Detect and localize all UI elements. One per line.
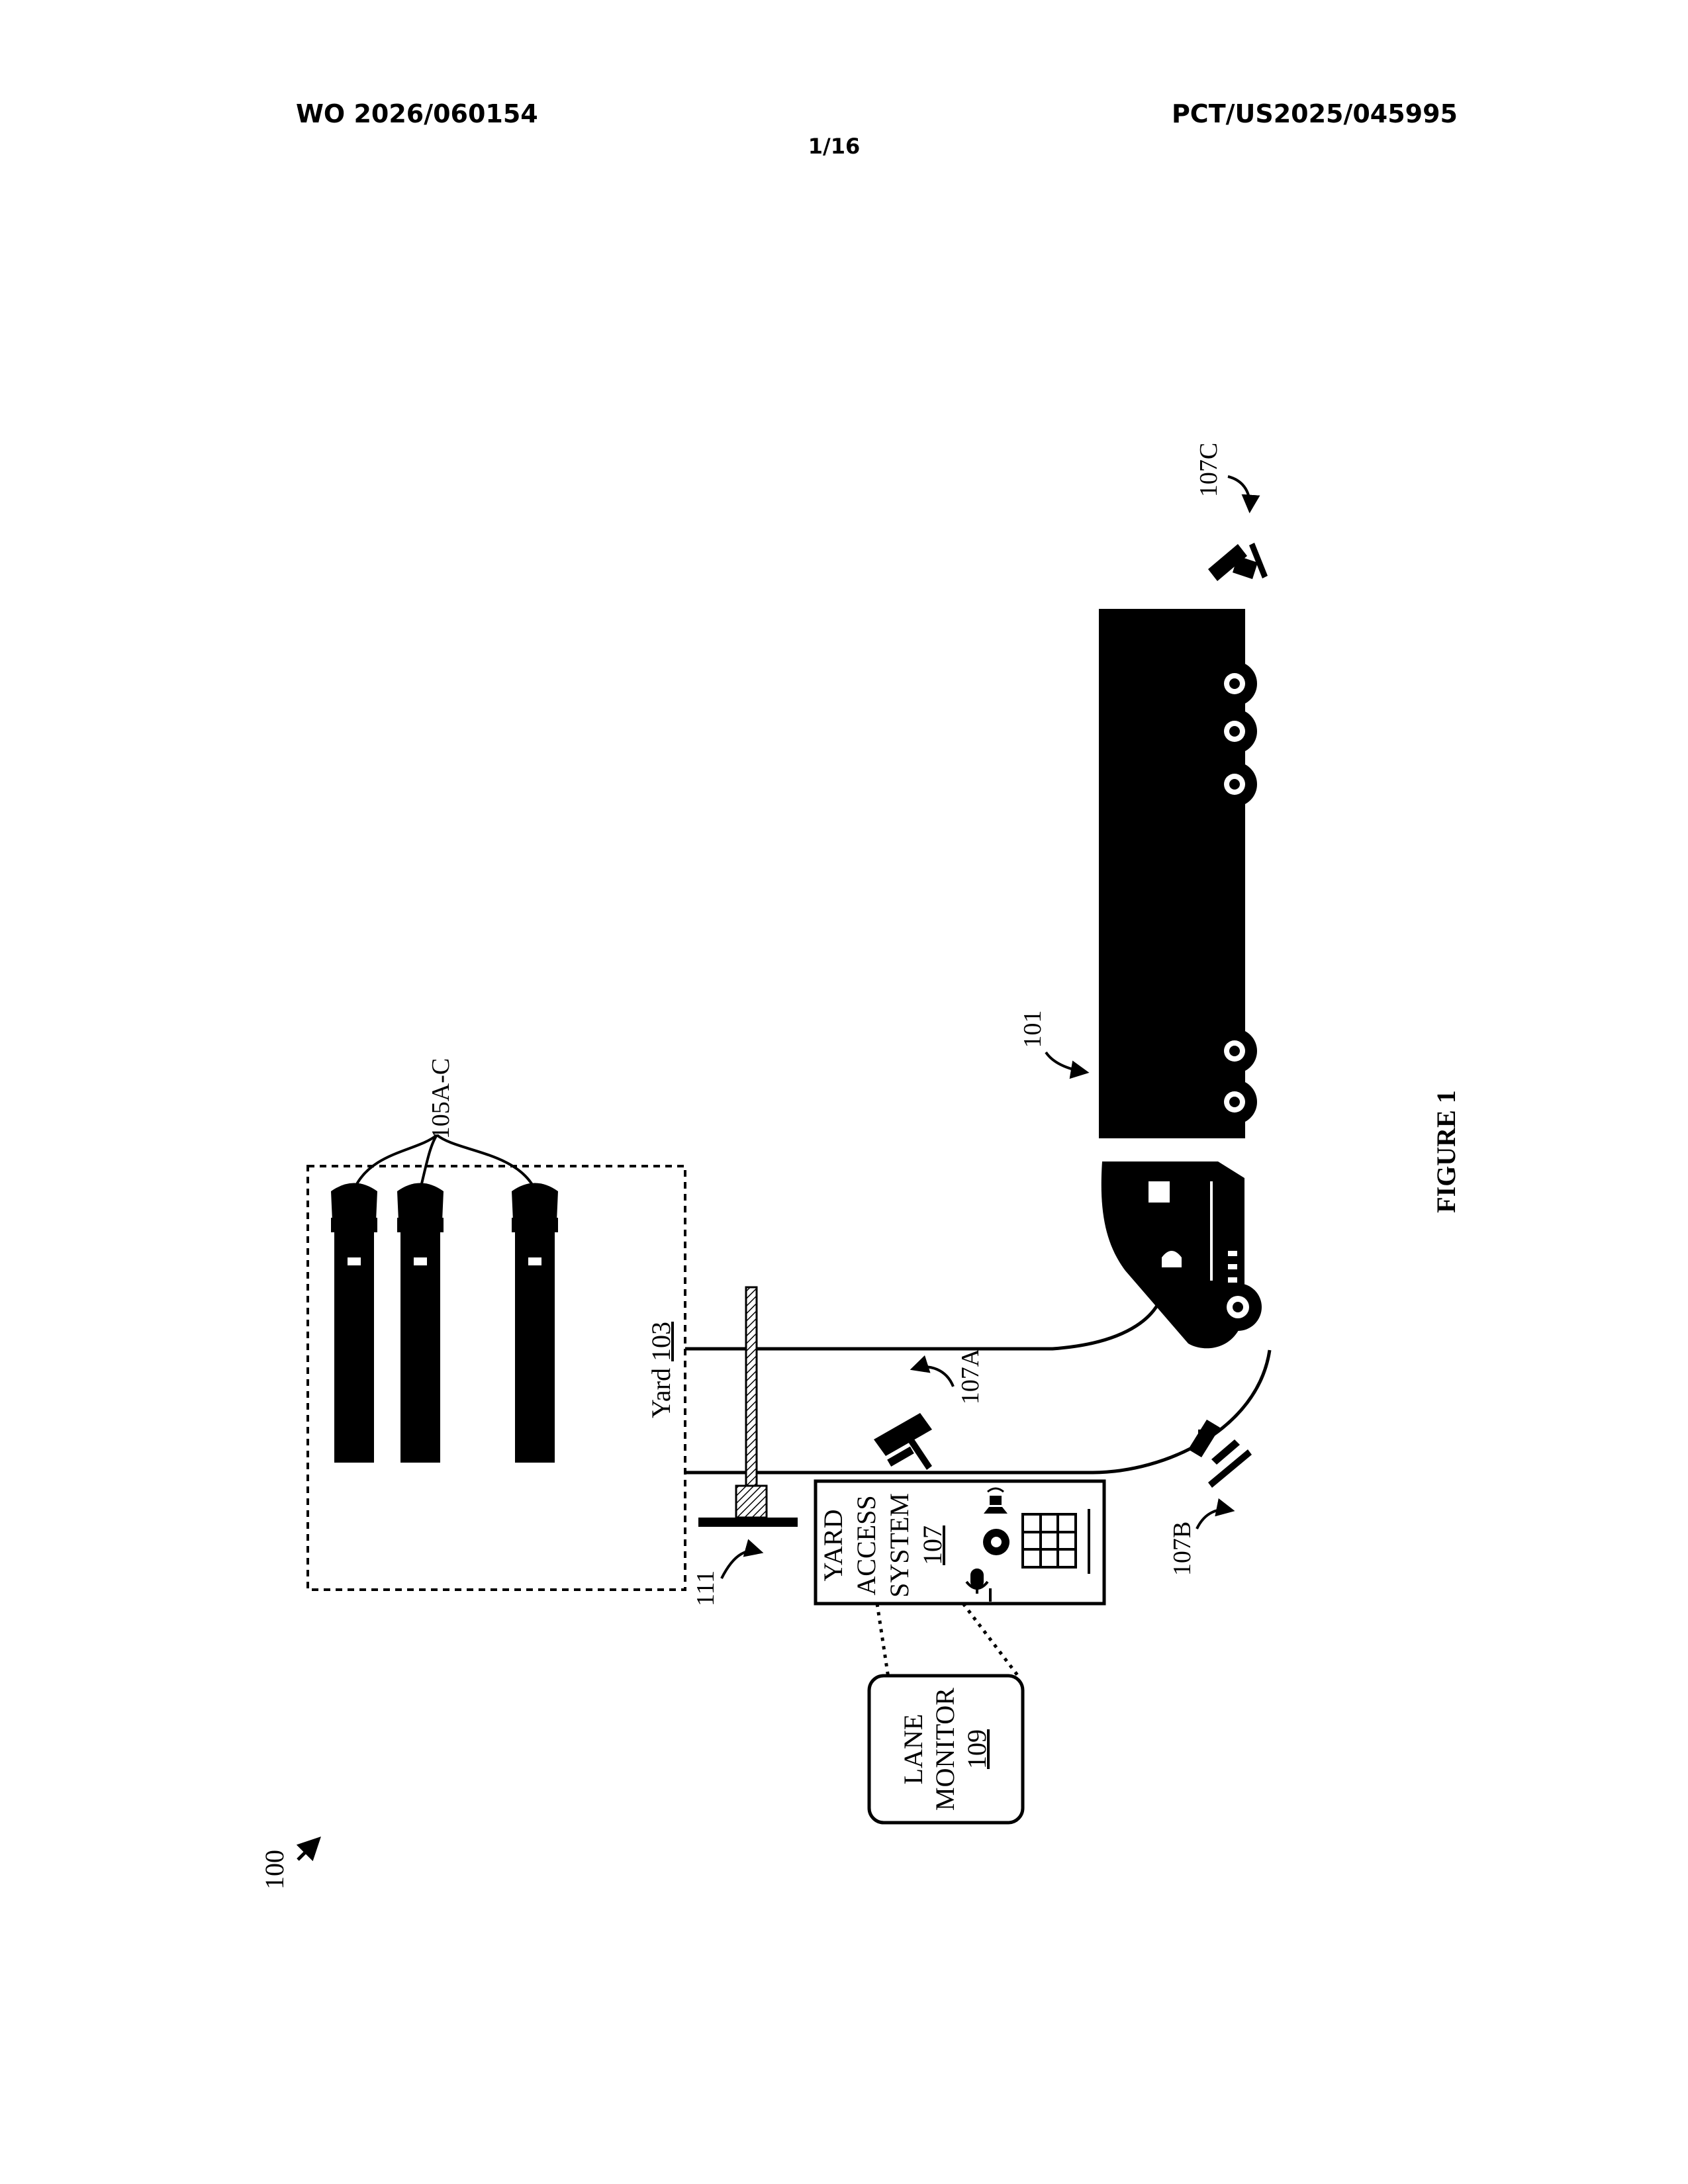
truck-arrow [1046, 1052, 1086, 1072]
camera-107a-icon [874, 1413, 932, 1470]
svg-text:YARD: YARD [818, 1510, 848, 1582]
camera-107a-arrow [914, 1367, 953, 1387]
yard-label: Yard 103 [646, 1322, 676, 1418]
svg-text:109: 109 [962, 1729, 992, 1769]
svg-text:MONITOR: MONITOR [930, 1688, 960, 1811]
parked-vehicle-b [397, 1183, 444, 1463]
camera-107c-label: 107C [1195, 443, 1223, 497]
vehicles-label: 105A-C [427, 1058, 455, 1139]
parked-vehicle-a [331, 1183, 377, 1463]
gate-arrow [722, 1551, 760, 1578]
camera-107c-icon [1208, 543, 1268, 581]
parked-vehicle-c [512, 1183, 558, 1463]
lens-icon [983, 1529, 1009, 1555]
svg-text:SYSTEM: SYSTEM [884, 1493, 914, 1598]
camera-107c-arrow [1228, 477, 1250, 510]
system-arrow [298, 1840, 318, 1860]
system-label: 100 [259, 1850, 289, 1889]
lane-monitor-connectors [877, 1604, 1019, 1678]
figure-caption: FIGURE 1 [1431, 1090, 1461, 1213]
camera-107b-label: 107B [1168, 1522, 1196, 1576]
parked-vehicles [331, 1183, 558, 1463]
truck-icon [1099, 609, 1262, 1348]
vehicles-brace [354, 1135, 535, 1189]
gate-barrier [698, 1287, 798, 1527]
gate-label: 111 [692, 1570, 720, 1606]
camera-107a-label: 107A [957, 1348, 984, 1404]
svg-text:ACCESS: ACCESS [851, 1495, 881, 1595]
svg-text:LANE: LANE [898, 1714, 928, 1785]
svg-text:107: 107 [917, 1525, 947, 1565]
truck-label: 101 [1019, 1011, 1047, 1048]
camera-107b-arrow [1197, 1510, 1231, 1529]
